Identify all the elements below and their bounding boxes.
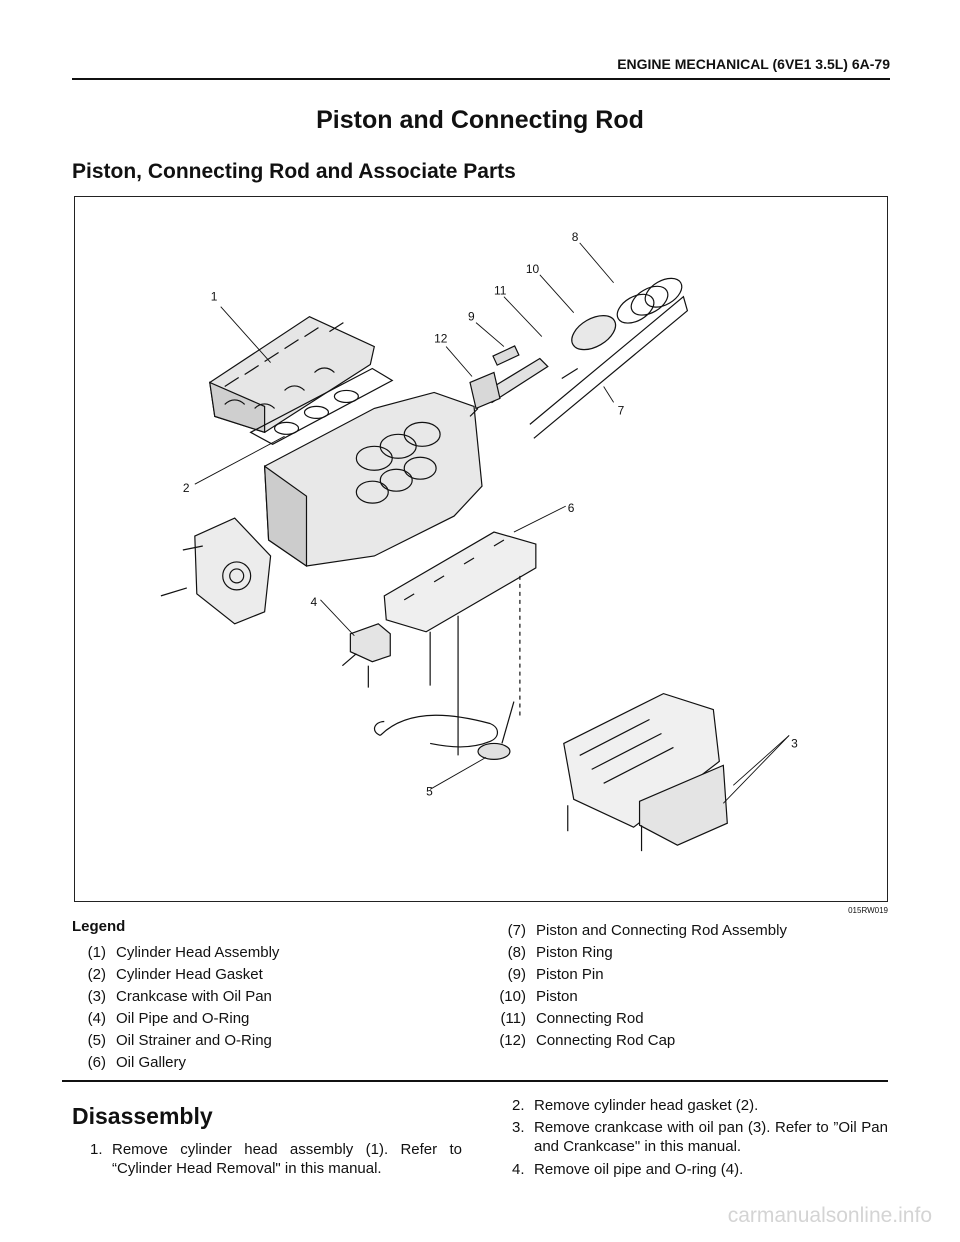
disassembly-step: 3. Remove crankcase with oil pan (3). Re… bbox=[512, 1118, 888, 1156]
watermark[interactable]: carmanualsonline.info bbox=[727, 1204, 932, 1227]
exploded-view-figure: 1 2 3 4 5 6 7 8 9 10 11 12 bbox=[74, 196, 888, 902]
step-text: Remove cylinder head assembly (1). Refer… bbox=[112, 1141, 462, 1177]
step-number: 2. bbox=[512, 1097, 525, 1114]
oil-strainer-drawing bbox=[373, 701, 515, 761]
step-number: 4. bbox=[512, 1161, 525, 1178]
legend-item-text: Connecting Rod bbox=[536, 1010, 644, 1027]
label-3: 3 bbox=[791, 736, 798, 750]
legend-right-column: (7) Piston and Connecting Rod Assembly (8… bbox=[486, 920, 787, 1052]
legend-item-number: (3) bbox=[87, 988, 106, 1005]
label-12: 12 bbox=[434, 332, 448, 346]
legend-item: (9) Piston Pin bbox=[486, 964, 787, 986]
label-9: 9 bbox=[468, 310, 475, 324]
legend-item-text: Piston bbox=[536, 988, 578, 1005]
page-header: ENGINE MECHANICAL (6VE1 3.5L) 6A-79 bbox=[72, 56, 890, 80]
cylinder-head-drawing bbox=[209, 315, 375, 434]
legend-item-text: Oil Gallery bbox=[116, 1054, 187, 1071]
legend-item: (10) Piston bbox=[486, 986, 787, 1008]
legend-item: (11) Connecting Rod bbox=[486, 1008, 787, 1030]
legend-item-number: (2) bbox=[87, 966, 106, 983]
legend-item-text: Connecting Rod Cap bbox=[536, 1032, 676, 1049]
piston-assembly-drawing bbox=[469, 277, 689, 439]
cylinder-head-gasket-drawing bbox=[249, 367, 394, 445]
legend-item: (7) Piston and Connecting Rod Assembly bbox=[486, 920, 787, 942]
legend-title: Legend bbox=[72, 918, 126, 935]
oil-gallery-drawing bbox=[383, 531, 537, 756]
legend-item: (3) Crankcase with Oil Pan bbox=[70, 986, 279, 1008]
label-11: 11 bbox=[494, 284, 507, 298]
disassembly-step: 2. Remove cylinder head gasket (2). bbox=[512, 1096, 888, 1115]
leader-lines bbox=[194, 242, 790, 804]
legend-item: (12) Connecting Rod Cap bbox=[486, 1030, 787, 1052]
cylinder-block-drawing bbox=[263, 391, 483, 568]
oil-pan-drawing bbox=[563, 692, 728, 852]
legend-item-number: (11) bbox=[500, 1010, 526, 1027]
disassembly-step: 1. Remove cylinder head assembly (1). Re… bbox=[90, 1140, 462, 1178]
legend-item-text: Piston and Connecting Rod Assembly bbox=[536, 922, 787, 939]
legend-item-text: Oil Pipe and O-Ring bbox=[116, 1010, 250, 1027]
label-7: 7 bbox=[618, 403, 625, 417]
legend-item: (4) Oil Pipe and O-Ring bbox=[70, 1008, 279, 1030]
step-text: Remove oil pipe and O-ring (4). bbox=[534, 1161, 744, 1178]
legend-item: (2) Cylinder Head Gasket bbox=[70, 964, 279, 986]
legend-item-number: (10) bbox=[499, 988, 526, 1005]
label-4: 4 bbox=[310, 595, 317, 609]
step-text: Remove crankcase with oil pan (3). Refer… bbox=[534, 1119, 888, 1155]
exploded-view-drawing: 1 2 3 4 5 6 7 8 9 10 11 12 bbox=[160, 230, 798, 852]
legend-left-column: (1) Cylinder Head Assembly (2) Cylinder He… bbox=[70, 942, 280, 1074]
disassembly-title: Disassembly bbox=[72, 1103, 213, 1129]
step-number: 1. bbox=[90, 1141, 103, 1158]
legend-item-text: Oil Strainer and O-Ring bbox=[116, 1032, 272, 1049]
step-number: 3. bbox=[512, 1119, 525, 1136]
label-6: 6 bbox=[568, 501, 575, 515]
legend-item-text: Piston Pin bbox=[536, 966, 604, 983]
legend-item-text: Crankcase with Oil Pan bbox=[116, 988, 272, 1005]
legend-item-number: (7) bbox=[507, 922, 526, 939]
legend-item-number: (6) bbox=[87, 1054, 106, 1071]
section-divider bbox=[62, 1080, 888, 1082]
figure-code: 015RW019 bbox=[848, 906, 888, 915]
label-10: 10 bbox=[526, 262, 540, 276]
legend-item-number: (5) bbox=[87, 1032, 106, 1049]
legend-item-number: (9) bbox=[507, 966, 526, 983]
disassembly-step: 4. Remove oil pipe and O-ring (4). bbox=[512, 1160, 888, 1179]
legend-item: (6) Oil Gallery bbox=[70, 1052, 279, 1074]
legend-item-number: (1) bbox=[87, 944, 106, 961]
label-1: 1 bbox=[211, 290, 218, 304]
legend-item: (5) Oil Strainer and O-Ring bbox=[70, 1030, 279, 1052]
label-5: 5 bbox=[426, 784, 433, 798]
label-8: 8 bbox=[572, 230, 579, 244]
legend-item-number: (12) bbox=[499, 1032, 526, 1049]
legend-item: (1) Cylinder Head Assembly bbox=[70, 942, 280, 964]
legend-item: (8) Piston Ring bbox=[486, 942, 787, 964]
legend-item-text: Cylinder Head Assembly bbox=[116, 944, 280, 961]
oil-pipe-drawing bbox=[342, 623, 391, 688]
legend-item-text: Cylinder Head Gasket bbox=[116, 966, 263, 983]
legend-item-number: (4) bbox=[87, 1010, 106, 1027]
legend-item-text: Piston Ring bbox=[536, 944, 613, 961]
label-2: 2 bbox=[183, 481, 190, 495]
page-title: Piston and Connecting Rod bbox=[316, 106, 644, 134]
front-cover-drawing bbox=[160, 517, 272, 625]
step-text: Remove cylinder head gasket (2). bbox=[534, 1097, 759, 1114]
section-title: Piston, Connecting Rod and Associate Par… bbox=[72, 160, 516, 183]
legend-item-number: (8) bbox=[507, 944, 526, 961]
